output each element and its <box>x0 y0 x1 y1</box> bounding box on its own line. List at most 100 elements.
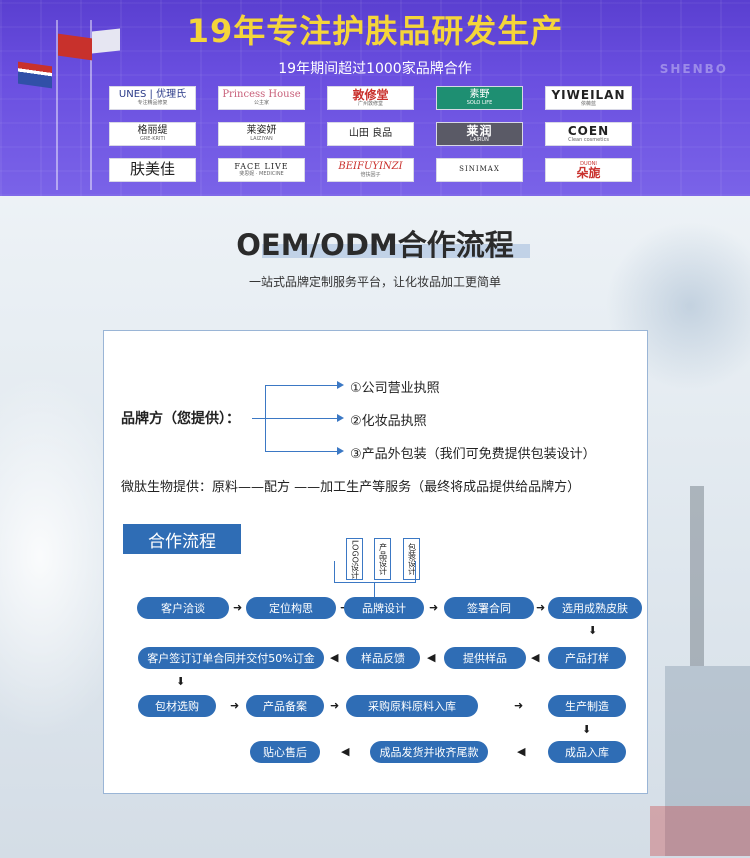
partner-logo-name: SINIMAX <box>459 165 500 173</box>
provide-item: ③产品外包装（我们可免费提供包装设计） <box>350 447 596 462</box>
partner-logo: DUONI 朵旎 <box>545 158 632 182</box>
partner-logo-grid: UNES | 优理氏 专注精品修复 Princess House 公主家 敦修堂… <box>109 86 632 182</box>
arrow-down-icon: ⬇ <box>176 675 186 688</box>
partner-logo-name: 山田 良品 <box>348 127 393 139</box>
arrow-left-icon: ◀ <box>330 651 339 664</box>
partner-logo: 敦修堂 广州敦修堂 <box>327 86 414 110</box>
partner-logo-tagline: 依薇蓝 <box>580 101 596 107</box>
partner-logo-name: COEN <box>567 124 610 138</box>
partner-logo-name: 肤美佳 <box>129 160 175 178</box>
step-production: 生产制造 <box>548 695 626 717</box>
arrow-right-icon <box>337 381 344 389</box>
partner-logo-name: 格丽缇 <box>137 125 168 136</box>
partner-logo-name: 莱润 <box>466 124 493 138</box>
arrow-right-icon <box>337 447 344 455</box>
partner-logo: BEIFUYINZI 倍扶因子 <box>327 158 414 182</box>
machine-shape <box>690 486 704 666</box>
partner-logo-tagline: 专注精品修复 <box>137 100 168 106</box>
design-stem <box>374 583 375 597</box>
partner-logo: 肤美佳 <box>109 158 196 182</box>
partner-logo: UNES | 优理氏 专注精品修复 <box>109 86 196 110</box>
section-title: OEM/ODM合作流程 <box>236 228 514 262</box>
partner-logo-name: 朵旎 <box>576 166 601 180</box>
step-positioning: 定位构思 <box>246 597 336 619</box>
arrow-down-icon: ⬇ <box>582 723 592 736</box>
partner-logo-tagline: 广州敦修堂 <box>357 101 383 107</box>
partner-logo-tagline: LAIRUN <box>470 137 489 143</box>
step-sample-feedback: 样品反馈 <box>346 647 420 669</box>
building-sign: SHENBO <box>659 62 728 76</box>
brand-banner: SHENBO 19年专注护肤品研发生产 19年期间超过1000家品牌合作 UNE… <box>0 0 750 196</box>
weitai-services: 微肽生物提供：原料——配方 ——加工生产等服务（最终将成品提供给品牌方） <box>121 480 581 495</box>
arrow-right-icon: ➜ <box>230 699 240 712</box>
step-sign-contract: 签署合同 <box>444 597 534 619</box>
partner-logo: 素野 SOLO LIFE <box>436 86 523 110</box>
partner-logo-tagline: SOLO LIFE <box>466 100 493 106</box>
step-select-base: 选用成熟皮肤 <box>548 597 642 619</box>
machine-shape <box>665 666 750 856</box>
step-material-warehousing: 采购原料原料入库 <box>346 695 478 717</box>
connector-line <box>265 385 337 386</box>
partner-logo: 山田 良品 <box>327 122 414 146</box>
partner-logo: COEN Clean cosmetics <box>545 122 632 146</box>
arrow-left-icon: ◀ <box>517 745 526 758</box>
arrow-right-icon: ➜ <box>536 601 546 614</box>
process-card: 品牌方（您提供）： ①公司营业执照 ②化妆品执照 ③产品外包装（我们可免费提供包… <box>103 330 648 794</box>
partner-logo-tagline: 斐思妮 · MEDICINE <box>239 171 284 177</box>
partner-logo-tagline: 倍扶因子 <box>360 172 381 178</box>
partner-logo-name: UNES | 优理氏 <box>118 89 187 100</box>
partner-logo: FACE LIVE 斐思妮 · MEDICINE <box>218 158 305 182</box>
arrow-down-icon: ⬇ <box>588 624 598 637</box>
step-after-sales: 贴心售后 <box>250 741 320 763</box>
brand-provides-label: 品牌方（您提供）： <box>121 411 240 427</box>
partner-logo-name: Princess House <box>222 89 301 100</box>
step-provide-sample: 提供样品 <box>444 647 526 669</box>
partner-logo: 莱润 LAIRUN <box>436 122 523 146</box>
arrow-left-icon: ◀ <box>427 651 436 664</box>
flag-pole <box>90 20 92 190</box>
logo-design-box: LOGO设计 <box>346 538 363 580</box>
arrow-left-icon: ◀ <box>531 651 540 664</box>
step-packaging-purchase: 包材选购 <box>138 695 216 717</box>
arrow-right-icon: ➜ <box>233 601 243 614</box>
partner-logo: SINIMAX <box>436 158 523 182</box>
machine-shape <box>650 806 750 856</box>
arrow-right-icon: ➜ <box>330 699 340 712</box>
section-subtitle: 一站式品牌定制服务平台，让化妆品加工更简单 <box>248 275 501 289</box>
partner-logo-name: 敦修堂 <box>352 88 389 102</box>
partner-logo-tagline: 公主家 <box>253 100 269 106</box>
step-brand-design: 品牌设计 <box>344 597 424 619</box>
flag-pole <box>56 20 58 190</box>
connector-line <box>265 451 337 452</box>
partner-logo: YIWEILAN 依薇蓝 <box>545 86 632 110</box>
provide-item: ①公司营业执照 <box>350 381 440 396</box>
step-product-filing: 产品备案 <box>246 695 324 717</box>
partner-logo-name: BEIFUYINZI <box>338 161 403 172</box>
partner-logo-tagline: LAIZIYAN <box>250 136 273 142</box>
step-order-deposit: 客户签订订单合同并交付50%订金 <box>138 647 324 669</box>
step-client-talk: 客户洽谈 <box>137 597 229 619</box>
partner-logo-tagline: Clean cosmetics <box>568 137 609 143</box>
banner-subtitle: 19年期间超过1000家品牌合作 <box>278 61 472 77</box>
partner-logo-name: 素野 <box>469 89 490 100</box>
product-design-box: 产品设计 <box>374 538 391 580</box>
bracket-stem <box>252 418 266 419</box>
process-tag: 合作流程 <box>123 524 241 554</box>
partner-logo: 莱姿妍 LAIZIYAN <box>218 122 305 146</box>
connector-line <box>265 418 337 419</box>
partner-logo-name: YIWEILAN <box>551 88 626 102</box>
partner-logo-name: 莱姿妍 <box>246 125 277 136</box>
arrow-left-icon: ◀ <box>341 745 350 758</box>
arrow-right-icon <box>337 414 344 422</box>
partner-logo: 格丽缇 GRE-KRITI <box>109 122 196 146</box>
arrow-right-icon: ➜ <box>514 699 524 712</box>
arrow-right-icon: ➜ <box>429 601 439 614</box>
partner-logo-name: FACE LIVE <box>234 162 289 171</box>
step-sampling: 产品打样 <box>548 647 626 669</box>
design-bracket <box>334 561 416 583</box>
partner-logo-tagline: GRE-KRITI <box>139 136 166 142</box>
banner-title: 19年专注护肤品研发生产 <box>186 12 564 50</box>
partner-logo: Princess House 公主家 <box>218 86 305 110</box>
title-highlight <box>262 244 530 258</box>
provide-item: ②化妆品执照 <box>350 414 427 429</box>
